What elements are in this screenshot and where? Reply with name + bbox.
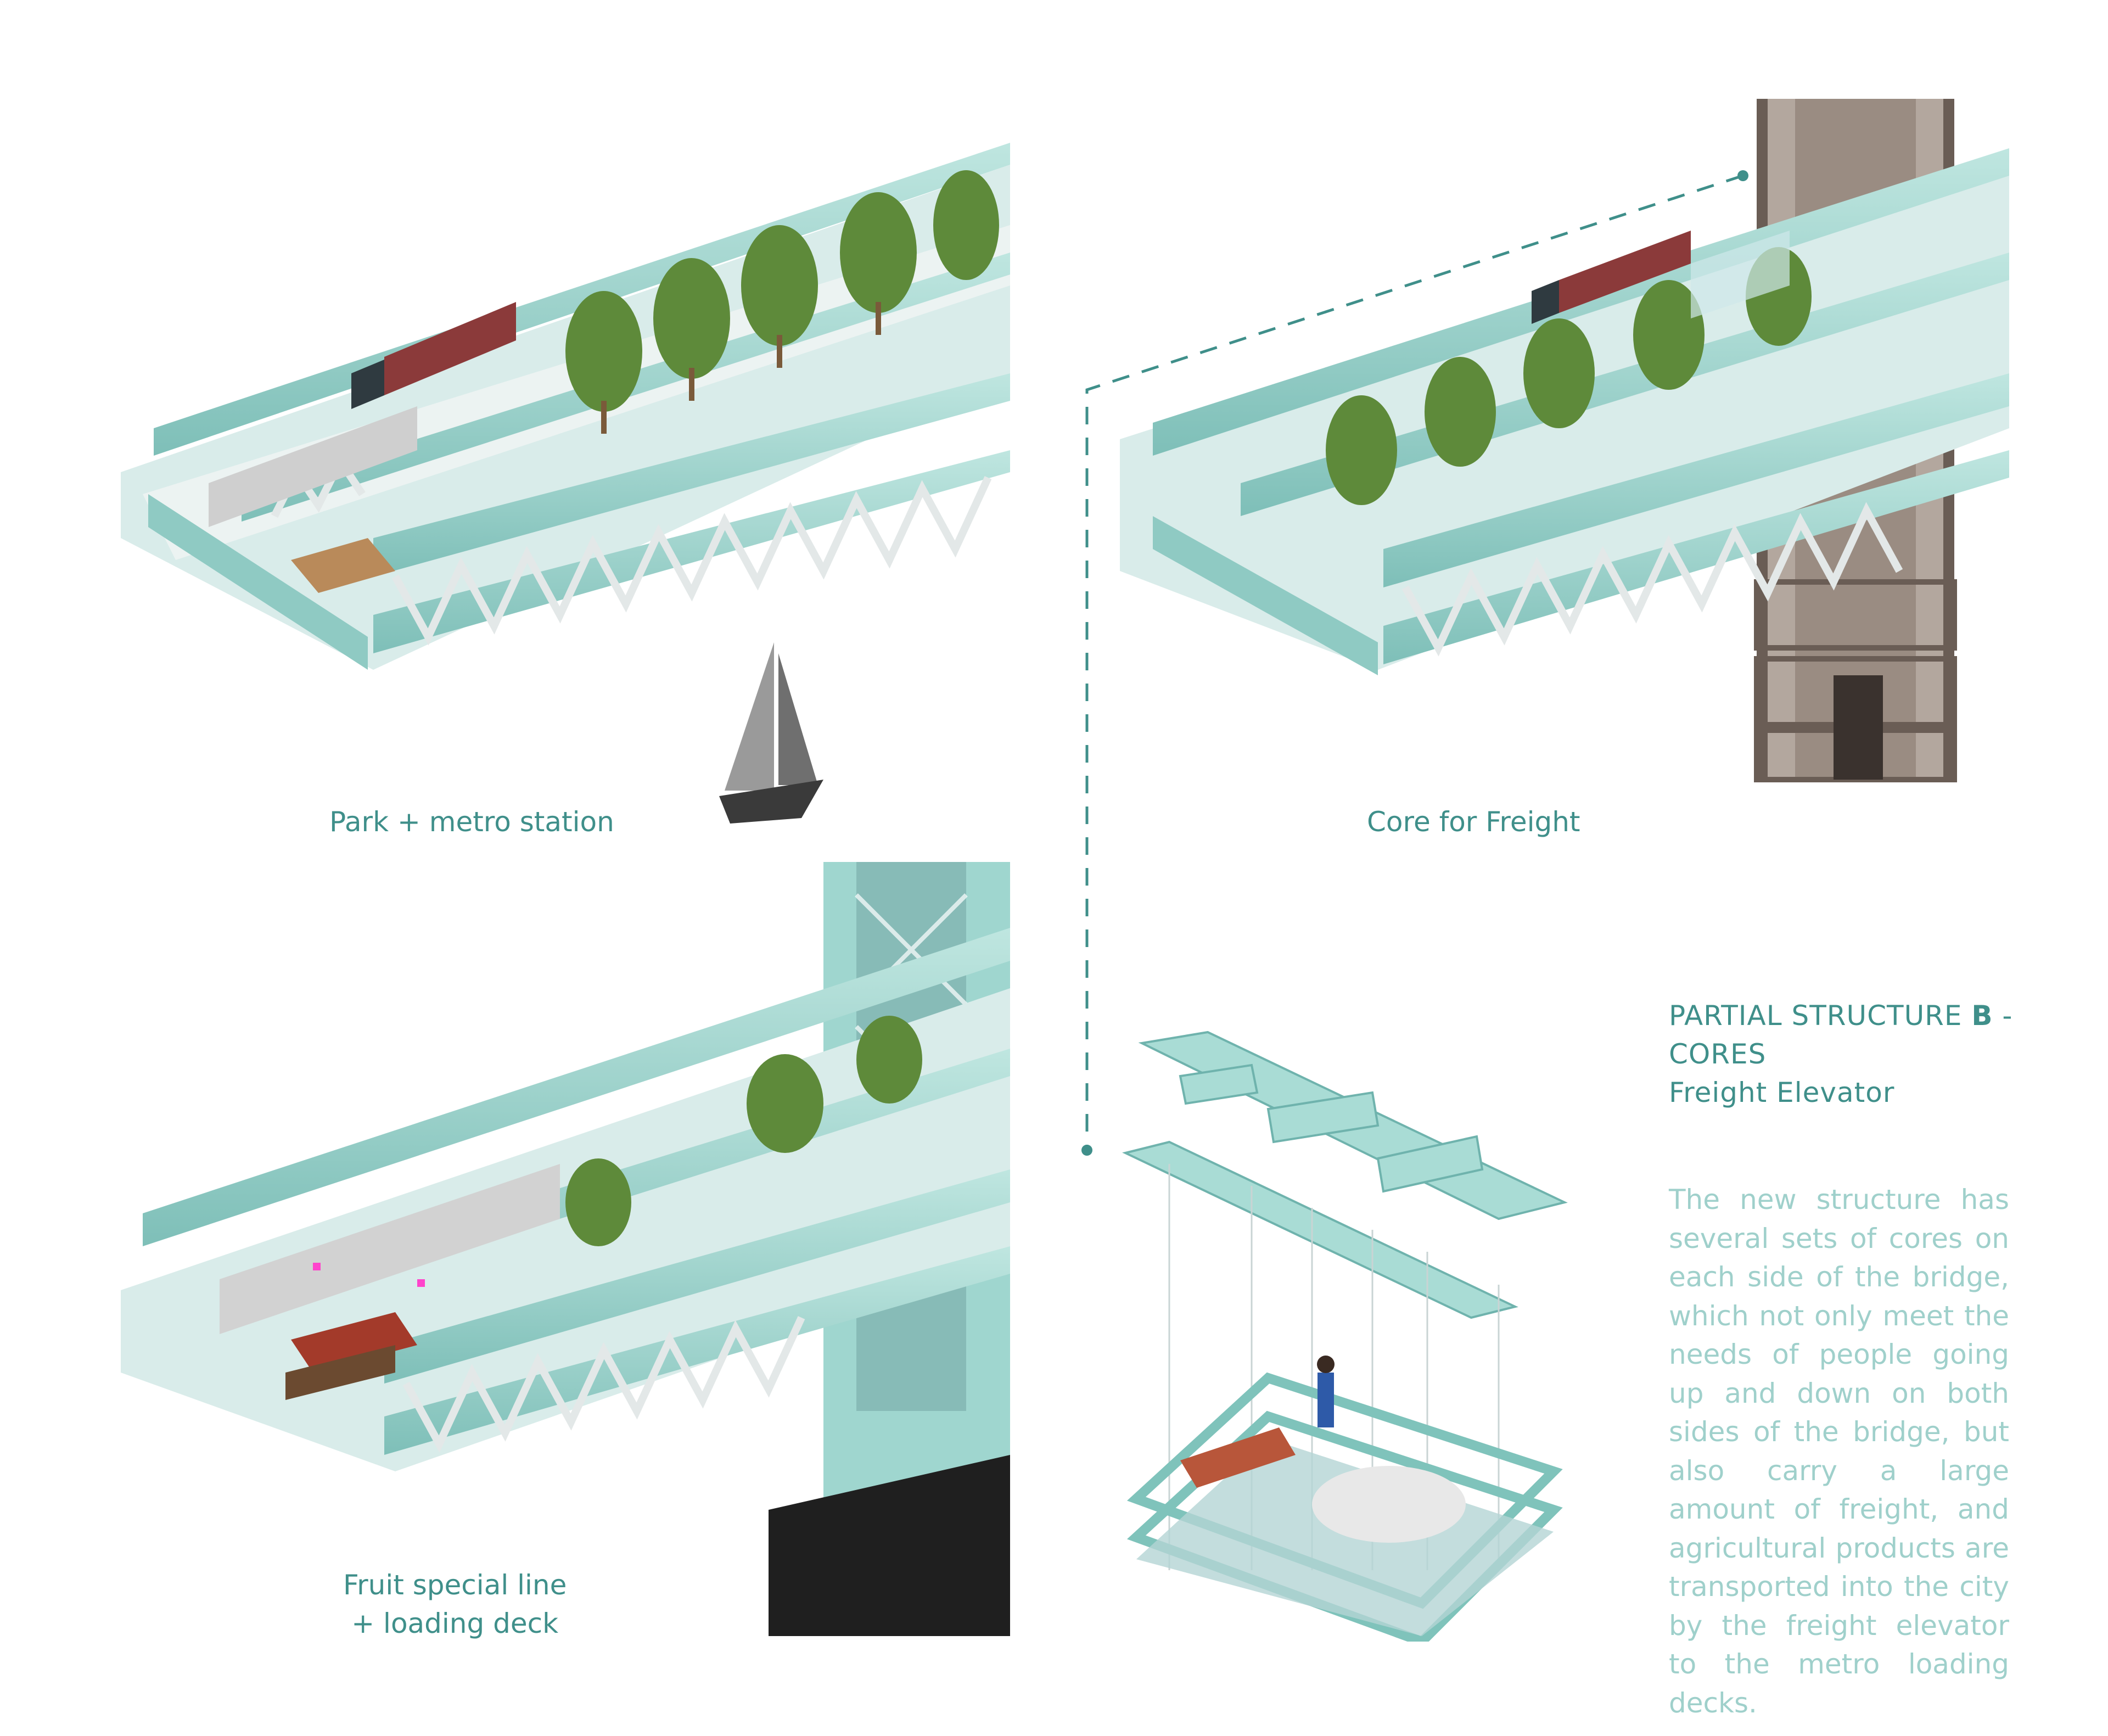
bridge-fruit-line-render bbox=[121, 862, 1010, 1636]
cow-icon bbox=[1312, 1466, 1466, 1543]
worker-icon bbox=[1318, 1373, 1334, 1427]
truck-icon bbox=[384, 302, 516, 395]
caption-fruit-line-2: + loading deck bbox=[351, 1608, 559, 1639]
freight-elevator-exploded-render bbox=[1122, 1031, 1568, 1642]
caption-fruit-line-1: Fruit special line bbox=[343, 1569, 567, 1601]
caption-park-metro: Park + metro station bbox=[329, 806, 614, 838]
title-line-2: CORES bbox=[1669, 1038, 1767, 1070]
sailboat-icon bbox=[719, 642, 823, 824]
bridge-core-freight-render bbox=[1120, 99, 2009, 782]
bridge-park-metro-render bbox=[121, 143, 1010, 670]
description-paragraph: The new structure has several sets of co… bbox=[1669, 1184, 2009, 1719]
section-title: PARTIAL STRUCTURE B - CORES Freight Elev… bbox=[1669, 996, 2012, 1112]
caption-fruit-line: Fruit special line + loading deck bbox=[343, 1566, 567, 1643]
dashed-connector bbox=[1081, 170, 1748, 1156]
metro-train bbox=[220, 1164, 560, 1334]
title-line-3: Freight Elevator bbox=[1669, 1077, 1895, 1108]
caption-core-freight: Core for Freight bbox=[1367, 806, 1580, 838]
title-line-1: PARTIAL STRUCTURE B - bbox=[1669, 1000, 2013, 1032]
